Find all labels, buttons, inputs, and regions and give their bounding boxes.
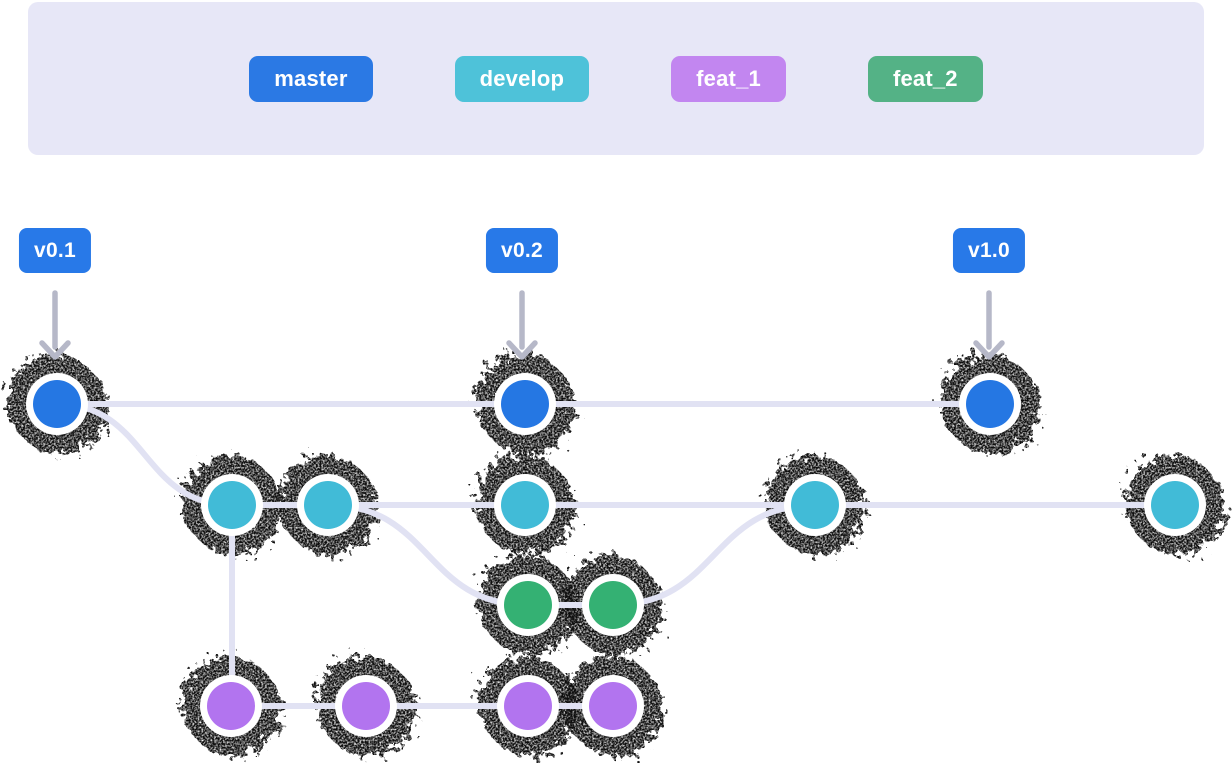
commit-nodes-layer bbox=[26, 373, 1206, 737]
legend-branch-feat_2[interactable]: feat_2 bbox=[867, 55, 983, 102]
commit-node-develop-3 bbox=[784, 474, 846, 536]
legend-branch-develop[interactable]: develop bbox=[454, 55, 590, 102]
legend-branch-feat_1[interactable]: feat_1 bbox=[671, 55, 786, 102]
commit-node-feat_1-1 bbox=[335, 675, 397, 737]
version-tag-v0.2: v0.2 bbox=[485, 228, 559, 273]
tag-arrow-icon-v0.1 bbox=[39, 290, 71, 360]
commit-node-develop-1 bbox=[297, 474, 359, 536]
commit-node-feat_1-2 bbox=[497, 675, 559, 737]
commit-node-master-2 bbox=[959, 373, 1021, 435]
tag-arrows-layer bbox=[39, 290, 1005, 360]
branch-legend-bar: master develop feat_1 feat_2 bbox=[28, 2, 1204, 155]
commit-node-develop-4 bbox=[1144, 474, 1206, 536]
commit-node-feat_1-3 bbox=[582, 675, 644, 737]
version-tag-v0.1: v0.1 bbox=[18, 228, 92, 273]
version-tag-v1.0: v1.0 bbox=[952, 228, 1026, 273]
commit-node-develop-2 bbox=[494, 474, 556, 536]
tag-arrow-icon-v0.2 bbox=[506, 290, 538, 360]
commit-node-develop-0 bbox=[201, 474, 263, 536]
commit-node-feat_1-0 bbox=[200, 675, 262, 737]
commit-node-master-1 bbox=[494, 373, 556, 435]
feat_2-merge-develop bbox=[610, 502, 818, 608]
commit-node-master-0 bbox=[26, 373, 88, 435]
feat_2-branch-off bbox=[325, 502, 531, 608]
commit-node-feat_2-0 bbox=[497, 574, 559, 636]
tag-arrow-icon-v1.0 bbox=[973, 290, 1005, 360]
legend-branch-master[interactable]: master bbox=[249, 55, 373, 102]
commit-node-feat_2-1 bbox=[582, 574, 644, 636]
